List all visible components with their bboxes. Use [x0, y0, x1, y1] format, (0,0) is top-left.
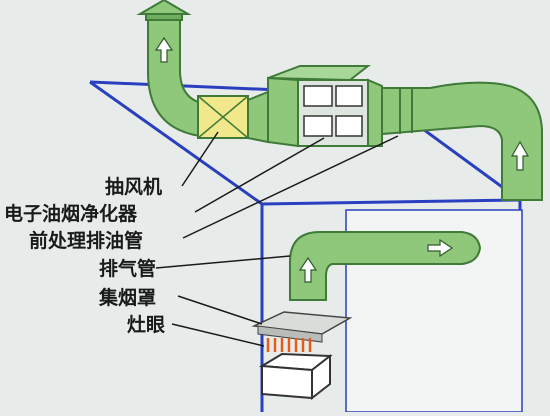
purifier-unit	[267, 65, 383, 148]
purifier-panel-3	[303, 115, 333, 137]
label-pretreat: 前处理排油管	[29, 230, 144, 252]
label-fan: 抽风机	[105, 176, 163, 198]
label-purifier: 电子油烟净化器	[4, 203, 138, 225]
arrow-up-icon	[154, 36, 174, 63]
leader-lines	[155, 131, 399, 347]
purifier-panel-2	[335, 85, 363, 107]
stove-flames	[266, 338, 312, 352]
arrow-up-icon	[510, 140, 530, 171]
stove-box	[258, 352, 333, 401]
label-exhaust: 排气管	[99, 258, 157, 280]
purifier-right-side	[367, 78, 383, 147]
smoke-hood	[251, 311, 353, 343]
pretreat-duct	[381, 81, 543, 201]
label-stove: 灶眼	[127, 314, 166, 336]
arrow-up-icon	[298, 256, 318, 283]
arrow-right-icon	[427, 238, 454, 258]
hood-front	[257, 325, 323, 343]
label-hood: 集烟罩	[99, 287, 157, 309]
purifier-panel-1	[303, 85, 333, 107]
fan-connector-duct	[247, 90, 269, 144]
purifier-panel-4	[335, 115, 363, 137]
fan-unit	[197, 95, 249, 139]
purifier-side	[267, 76, 299, 148]
